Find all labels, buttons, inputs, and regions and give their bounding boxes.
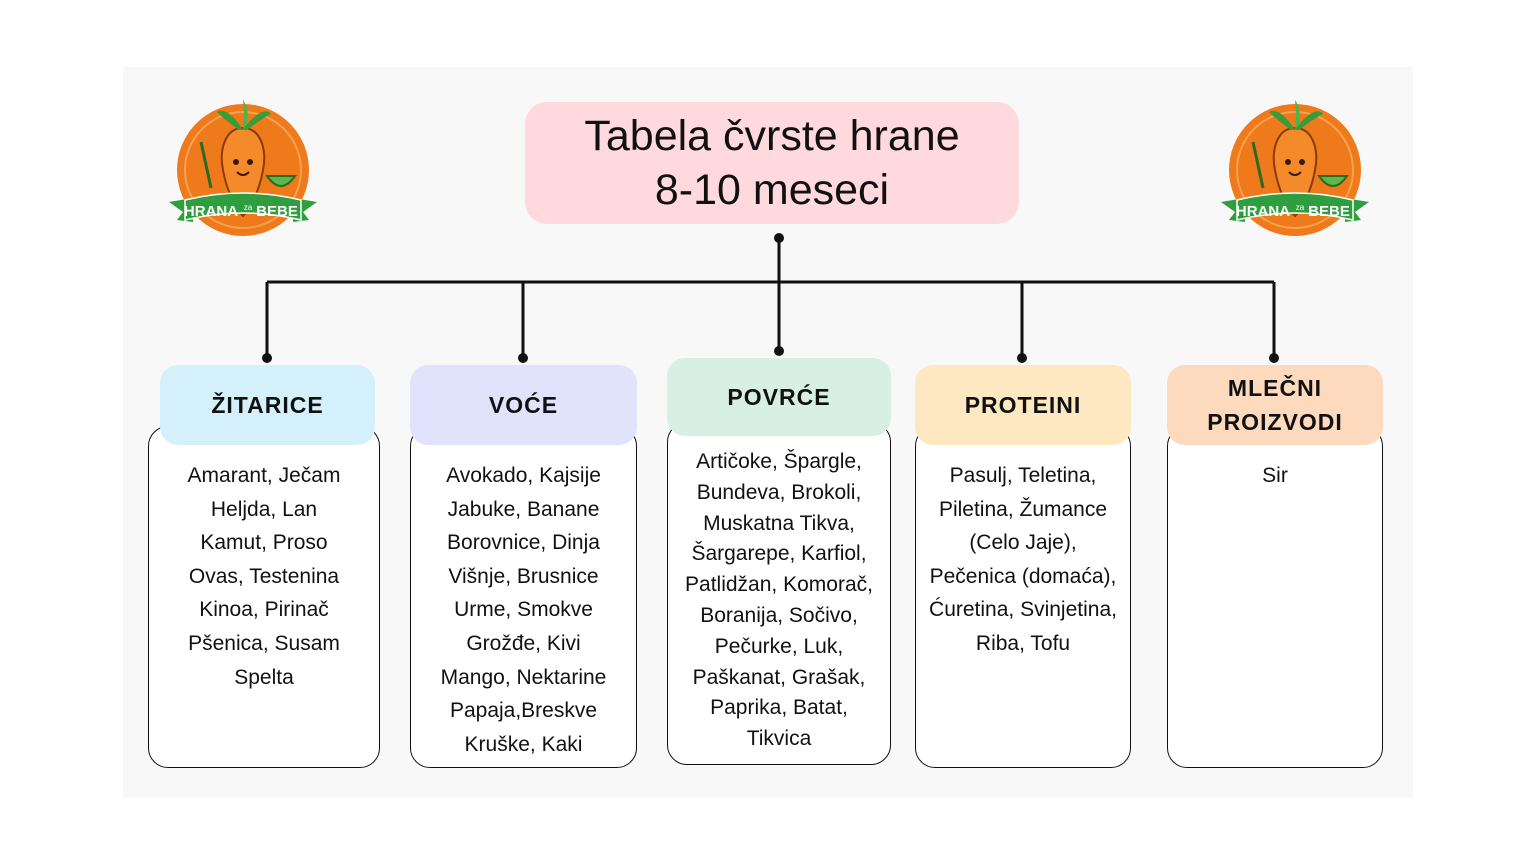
column-body-voce: Avokado, Kajsije Jabuke, Banane Borovnic… [410,426,637,768]
list-item: Heljda, Lan [210,497,318,521]
list-item: Kinoa, Pirinač [199,598,329,622]
column-header-povrce: POVRĆE [667,358,891,436]
bowl-icon [1317,175,1349,187]
list-item: Mango, Nektarine [440,665,607,689]
list-item: Paškanat, Grašak, [692,665,866,689]
column-header-label-line-1: MLEČNI [1227,375,1323,401]
ribbon-banner [1236,192,1354,221]
list-item: Piletina, Žumance [938,497,1108,521]
logo-word-hrana: HRANA [184,203,238,220]
node-dot-top [774,233,784,243]
list-item: Paprika, Batat, [710,696,848,720]
node-dot-mlecni [1269,353,1279,363]
list-item: Boranija, Sočivo, [700,603,858,627]
list-item: Ćuretina, Svinjetina, [929,598,1117,622]
title-box: Tabela čvrste hrane 8-10 meseci [525,102,1019,224]
node-dot-voce [518,353,528,363]
list-item: Patlidžan, Komorač, [685,573,873,597]
node-dot-proteini [1017,353,1027,363]
list-item: Grožđe, Kivi [466,631,581,655]
column-header-mlecni: MLEČNI PROIZVODI [1167,365,1383,445]
fork-icon [199,141,213,189]
list-item: Ovas, Testenina [188,564,340,588]
list-item: Višnje, Brusnice [448,564,599,588]
list-item: Jabuke, Banane [447,497,600,521]
list-item: Urme, Smokve [454,598,593,622]
logo-word-za: za [1296,203,1305,212]
list-item: Pečurke, Luk, [714,634,844,658]
logo-right: HRANA za BEBE [1221,100,1369,236]
list-item: Pečenica (domaća), [929,564,1117,588]
logo-word-bebe: BEBE [256,203,298,220]
column-header-label-line-2: PROIZVODI [1207,409,1343,435]
list-item: Pasulj, Teletina, [949,464,1097,487]
logo-left: HRANA za BEBE [169,100,317,236]
column-body-zitarice: Amarant, Ječam Heljda, Lan Kamut, Proso … [148,426,380,768]
list-item: Riba, Tofu [975,631,1071,655]
list-item: Bundeva, Brokoli, [696,480,862,504]
list-item: Šargarepe, Karfiol, [691,542,867,566]
title-line-2: 8-10 meseci [654,166,890,214]
column-body-proteini: Pasulj, Teletina, Piletina, Žumance (Cel… [915,426,1131,768]
list-item: Artičoke, Špargle, [696,450,862,473]
column-header-label: POVRĆE [727,384,831,410]
column-header-label: PROTEINI [964,392,1082,418]
title-line-1: Tabela čvrste hrane [584,112,960,160]
node-dot-povrce [774,346,784,356]
list-item: (Celo Jaje), [969,531,1077,555]
column-header-proteini: PROTEINI [915,365,1131,445]
column-body-povrce: Artičoke, Špargle, Bundeva, Brokoli, Mus… [667,422,891,765]
list-item: Kruške, Kaki [464,732,583,756]
node-dot-zitarice [262,353,272,363]
list-item: Avokado, Kajsije [446,464,601,487]
column-header-voce: VOĆE [410,365,637,445]
list-item: Pšenica, Susam [188,631,340,655]
list-item: Papaja,Breskve [449,699,598,723]
list-item: Tikvica [746,727,812,751]
column-header-label: VOĆE [488,392,559,418]
fork-icon [1251,141,1265,189]
column-header-zitarice: ŽITARICE [160,365,375,445]
bowl-icon [265,175,297,187]
list-item: Amarant, Ječam [187,464,341,487]
list-item: Borovnice, Dinja [447,531,600,555]
list-item: Sir [1262,464,1288,487]
column-body-mlecni: Sir [1167,426,1383,768]
logo-word-hrana: HRANA [1236,203,1290,220]
logo-word-bebe: BEBE [1308,203,1350,220]
list-item: Kamut, Proso [200,531,328,555]
ribbon-banner [184,192,302,221]
logo-word-za: za [244,203,253,212]
list-item: Spelta [234,665,294,689]
list-item: Muskatna Tikva, [703,511,855,535]
column-header-label: ŽITARICE [211,392,324,418]
